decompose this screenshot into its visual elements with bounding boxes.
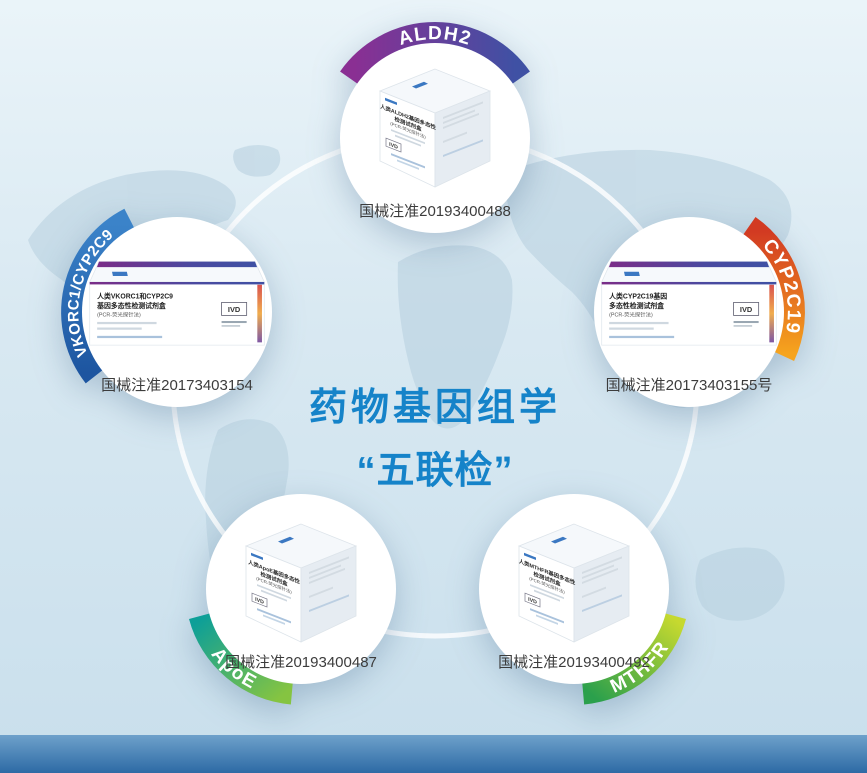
text-bar [609, 327, 654, 330]
ivd-label: IVD [389, 142, 398, 151]
text-bar [443, 101, 483, 119]
registration-aldh2: 国械注准20193400488 [359, 203, 511, 220]
product-card-vkorc1-cyp2c9: VKORC1/CYP2C9 人类VKORC1和CYP2C9 基因多态 [61, 198, 291, 426]
company-bar [263, 614, 285, 625]
ribbon-arc-apoe [189, 609, 295, 705]
barcode-bar [733, 325, 753, 327]
text-bar [391, 129, 425, 145]
text-bar [609, 321, 669, 325]
box-color-stripe [769, 284, 774, 343]
product-box-aldh2: 人类ALDH2基因多态性 检测试剂盒 (PCR-荧光探针法) IVD [360, 64, 510, 201]
box-title-line1: 人类CYP2C19基因 [608, 292, 667, 301]
box-top-logo [412, 81, 428, 89]
kit-box-illustration: 人类ApoE基因多态性 检测试剂盒 (PCR-荧光探针法) IVD [244, 523, 358, 643]
ribbon-arc-mthfr [580, 609, 686, 705]
kit-box-illustration: 人类VKORC1和CYP2C9 基因多态性检测试剂盒 (PCR-荧光探针法) I… [89, 261, 265, 346]
box-title-line3: (PCR-荧光探针法) [609, 310, 653, 318]
box-top-logo [278, 536, 294, 544]
box-title-line2: 基因多态性检测试剂盒 [96, 301, 166, 310]
text-bar [443, 131, 467, 143]
text-bar [582, 594, 622, 612]
product-card-cyp2c19: CYP2C19 人类CYP2C19基因 多态性检测试剂盒 [575, 198, 805, 426]
registration-mthfr: 国械注准20193400492 [498, 654, 650, 671]
text-bar [443, 109, 475, 124]
ribbon-arc-cyp2c19 [735, 217, 805, 362]
product-card-apoe: ApoE 人类ApoE基因多态性 检测试剂盒 (PCR-荧光探针法) IVD [187, 475, 415, 705]
box-logo-mark [385, 97, 397, 106]
barcode-bar [733, 321, 759, 324]
ivd-badge [524, 592, 541, 608]
barcode-bar [221, 325, 241, 327]
center-title-line1: 药物基因组学 [308, 387, 561, 429]
text-bar [309, 556, 349, 574]
text-bar [309, 564, 341, 579]
ribbon-arc-aldh2 [340, 22, 530, 92]
text-bar [309, 594, 349, 612]
box-front-stripe [89, 282, 265, 285]
product-box-vkorc1-cyp2c9: 人类VKORC1和CYP2C9 基因多态性检测试剂盒 (PCR-荧光探针法) I… [84, 256, 270, 365]
text-bar [261, 589, 287, 602]
registration-apoe: 国械注准20193400487 [225, 654, 377, 671]
product-box-apoe: 人类ApoE基因多态性 检测试剂盒 (PCR-荧光探针法) IVD [226, 519, 376, 656]
kit-box-illustration: 人类CYP2C19基因 多态性检测试剂盒 (PCR-荧光探针法) IVD [601, 261, 777, 346]
ivd-badge [221, 302, 248, 316]
text-bar [257, 584, 291, 600]
box-title-line1: 人类VKORC1和CYP2C9 [96, 292, 173, 301]
company-bar [530, 608, 564, 624]
ivd-label: IVD [740, 305, 753, 314]
text-bar [443, 112, 479, 129]
ivd-label: IVD [528, 597, 537, 606]
kit-box-illustration: 人类MTHFR基因多态性 检测试剂盒 (PCR-荧光探针法) IVD [518, 523, 631, 643]
box-side-content [443, 101, 483, 157]
text-bar [97, 327, 142, 330]
ivd-label: IVD [228, 305, 241, 314]
registration-cyp2c19: 国械注准20173403155号 [605, 377, 773, 394]
registration-vkorc1-cyp2c9: 国械注准20173403154 [101, 377, 253, 394]
center-title: 药物基因组学 “五联检” [246, 376, 624, 494]
company-bar [97, 335, 163, 339]
box-logo-mark [112, 271, 128, 276]
box-logo-mark [251, 552, 263, 561]
box-side-content [309, 556, 349, 612]
box-top-band [608, 261, 770, 268]
center-title-line2: “五联检” [356, 450, 514, 492]
text-bar [309, 567, 345, 584]
box-color-stripe [257, 284, 262, 343]
text-bar [309, 586, 333, 598]
box-logo-mark [524, 552, 536, 561]
company-bar [391, 153, 425, 169]
text-bar [530, 584, 564, 600]
text-bar [582, 564, 614, 579]
footer-band [0, 735, 867, 773]
ribbon-arc-vkorc1-cyp2c9 [61, 208, 141, 384]
text-bar [582, 556, 622, 574]
box-top-logo [551, 536, 567, 544]
text-bar [534, 589, 560, 602]
company-bar [397, 159, 419, 170]
box-title-line2: 多态性检测试剂盒 [609, 301, 664, 310]
box-title-line3: (PCR-荧光探针法) [97, 310, 141, 318]
company-bar [609, 335, 675, 339]
text-bar [582, 567, 618, 584]
company-bar [257, 608, 291, 624]
ivd-badge [385, 137, 402, 153]
barcode-bar [221, 321, 247, 324]
company-bar [536, 614, 558, 625]
box-top-band [96, 261, 258, 268]
box-front-stripe [601, 282, 777, 285]
ivd-badge [251, 592, 268, 608]
text-bar [395, 134, 421, 147]
box-side-content [582, 556, 622, 612]
text-bar [582, 586, 606, 598]
kit-box-illustration: 人类ALDH2基因多态性 检测试剂盒 (PCR-荧光探针法) IVD [378, 68, 492, 188]
product-box-mthfr: 人类MTHFR基因多态性 检测试剂盒 (PCR-荧光探针法) IVD [499, 519, 649, 656]
ivd-label: IVD [255, 597, 264, 606]
product-box-cyp2c19: 人类CYP2C19基因 多态性检测试剂盒 (PCR-荧光探针法) IVD [596, 256, 782, 365]
product-card-aldh2: ALDH2 人类ALDH2基因多态性 检测试剂盒 (PCR-荧光探针法) IVD [321, 22, 549, 252]
box-logo-mark [624, 271, 640, 276]
ivd-badge [733, 302, 760, 316]
text-bar [443, 139, 483, 157]
text-bar [97, 321, 157, 325]
product-card-mthfr: MTHFR 人类MTHFR基因多态性 检测试剂盒 (PCR-荧光探针法) IVD [460, 475, 688, 705]
